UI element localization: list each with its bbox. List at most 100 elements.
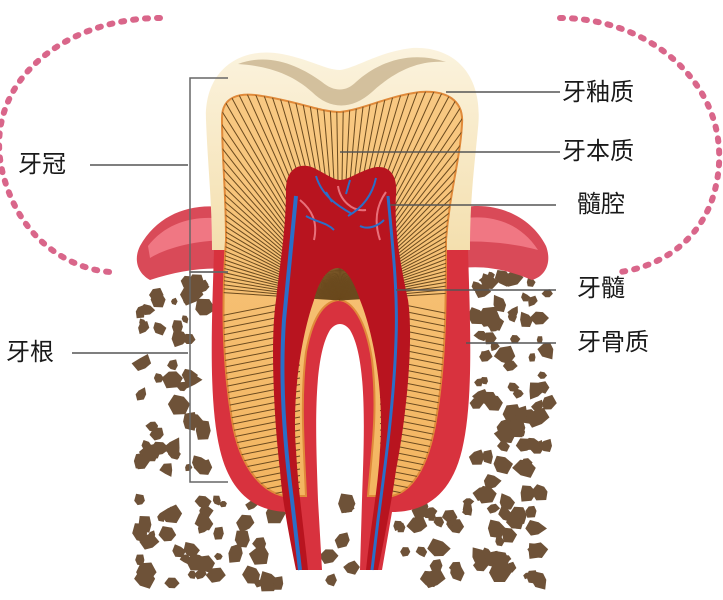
- bone-particle: [503, 555, 512, 563]
- bone-particle: [218, 501, 227, 508]
- bone-particle: [525, 407, 550, 428]
- bone-particle: [193, 459, 213, 475]
- bone-particle: [157, 513, 165, 522]
- bone-particle: [427, 538, 451, 557]
- bone-particle: [493, 345, 516, 364]
- bone-particle: [187, 274, 204, 292]
- bone-particle: [167, 394, 191, 415]
- bone-particle: [199, 505, 214, 518]
- bone-particle: [248, 547, 269, 565]
- bone-particle: [525, 505, 537, 518]
- bone-particle: [493, 455, 513, 475]
- pulp-vessels: [299, 175, 387, 241]
- bone-particle: [529, 311, 549, 325]
- bone-particle: [473, 330, 488, 342]
- bone-particle: [177, 381, 188, 392]
- dentin-tubule-line: [379, 488, 461, 496]
- label-crown: 牙冠: [18, 150, 66, 178]
- label-root: 牙根: [6, 338, 54, 366]
- bone-particle: [205, 567, 226, 583]
- bone-particle: [252, 537, 267, 551]
- bone-particle: [538, 438, 552, 452]
- bone-particle: [194, 513, 214, 531]
- enamel-top-shadow: [238, 57, 446, 106]
- bone-particle: [433, 516, 445, 528]
- bone-particle: [529, 382, 544, 400]
- bone-particle: [167, 359, 178, 371]
- bone-particle: [325, 573, 337, 587]
- bone-particle: [482, 547, 491, 556]
- bone-particle: [478, 274, 495, 287]
- bone-particle: [149, 287, 164, 301]
- bone-particle: [185, 463, 193, 472]
- bone-particle: [236, 514, 255, 533]
- bone-particle: [503, 271, 524, 287]
- bone-particle: [213, 526, 224, 540]
- label-pulp-cavity: 髓腔: [577, 190, 625, 218]
- bone-particle: [134, 493, 145, 506]
- bone-particle: [482, 449, 493, 465]
- bone-particle: [514, 508, 527, 521]
- bone-particle: [167, 506, 181, 518]
- bone-particle: [193, 568, 207, 580]
- bone-particle: [194, 495, 212, 510]
- bone-particle: [228, 543, 243, 563]
- bone-particle: [462, 508, 470, 515]
- bone-particle: [234, 530, 250, 548]
- bone-particle: [139, 534, 160, 550]
- bone-particle: [476, 486, 495, 504]
- bone-particle: [161, 371, 183, 389]
- bone-particle: [134, 569, 156, 589]
- bone-particle: [184, 374, 203, 389]
- bone-particle: [446, 519, 454, 528]
- label-pulp: 牙髓: [577, 274, 625, 302]
- label-dentin: 牙本质: [562, 137, 634, 165]
- bone-particle: [526, 570, 538, 584]
- bone-particle: [171, 297, 178, 306]
- bone-particle: [415, 546, 428, 558]
- nerve-right: [370, 195, 398, 571]
- bone-particle: [187, 571, 196, 579]
- bone-particle: [171, 329, 189, 348]
- bone-particle: [131, 354, 152, 371]
- bone-particle: [468, 449, 485, 465]
- bone-particle: [495, 300, 504, 308]
- pulp-chamber: [273, 165, 411, 570]
- bone-particle: [273, 580, 283, 589]
- bone-particle: [523, 437, 541, 450]
- bone-particle: [502, 561, 517, 573]
- bone-particle: [138, 321, 150, 335]
- bone-particle: [138, 516, 152, 533]
- bone-particle: [512, 388, 524, 399]
- bone-particle: [517, 428, 526, 437]
- bone-particle: [158, 526, 177, 542]
- bone-particle: [492, 524, 505, 535]
- leader-lines: [72, 91, 560, 354]
- bone-particle: [181, 315, 189, 324]
- bone-particle: [319, 549, 339, 564]
- bone-particle: [483, 474, 502, 490]
- bone-particle: [483, 394, 503, 411]
- bone-particle: [406, 517, 428, 534]
- label-enamel: 牙釉质: [562, 78, 634, 106]
- bone-particle: [490, 341, 500, 352]
- bone-particle: [138, 304, 156, 315]
- bone-particle: [149, 427, 164, 441]
- bone-particle: [400, 547, 411, 557]
- bone-particle: [149, 447, 160, 459]
- bone-particle: [536, 336, 543, 344]
- bone-particle: [525, 520, 547, 536]
- left-dotted-arc: [0, 15, 163, 275]
- bone-particle: [472, 389, 489, 404]
- bone-particle: [495, 536, 505, 547]
- bone-particle: [502, 527, 518, 543]
- bone-particle: [135, 554, 145, 566]
- bone-particle: [148, 530, 156, 539]
- bone-particle: [469, 396, 484, 409]
- bone-particle: [334, 532, 350, 549]
- bone-particle: [528, 353, 536, 362]
- nerve-left: [280, 195, 302, 571]
- bone-particle: [242, 565, 260, 584]
- bone-particle: [537, 342, 554, 360]
